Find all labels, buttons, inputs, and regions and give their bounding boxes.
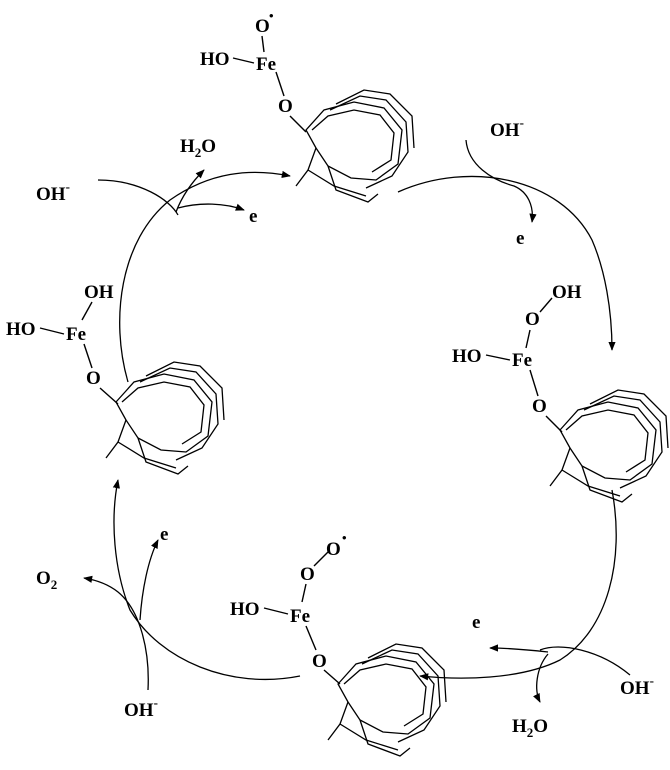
cycle-arc-right-bottom [419,489,617,681]
side-arc-bottom-right-water [533,653,549,703]
electron-label: e [249,206,257,227]
cycle-arc-bottom-left [112,479,301,680]
side-arc-top-left-water [175,169,205,213]
fe-label: Fe [256,54,276,75]
ho-label: HO [6,319,36,340]
species-left: OH HO Fe O [6,282,225,475]
o-radical-label: O [255,16,270,37]
side-arc-top-right [465,139,537,223]
species-right: O OH HO Fe O [452,282,669,503]
o-link-label: O [86,368,101,389]
side-arc-bottom-right-electron [489,644,549,653]
substrate-ring-left [105,361,225,475]
hydroxide-label: OH- [490,115,524,141]
side-arc-bottom-left-electron [139,539,159,621]
water-label: H2O [180,136,216,160]
oxygen-label: O2 [36,568,57,592]
fe-label: Fe [66,324,86,345]
fe-label: Fe [512,350,532,371]
electron-label: e [160,524,168,545]
o-link-label: O [532,396,547,417]
electron-label: e [516,228,524,249]
oh-label: OH [84,282,114,303]
o-link-label: O [278,96,293,117]
water-label: H2O [512,716,548,740]
o-radical-label: O [326,539,341,560]
hydroxide-label: OH- [620,673,654,699]
side-labels-bottom-left: O2 e OH- [36,524,168,721]
ho-label: HO [200,49,230,70]
electron-label: e [472,612,480,633]
o-top-label: O [525,309,540,330]
o-link-label: O [312,651,327,672]
side-arc-bottom-left-in [83,575,149,691]
substrate-ring-top [295,89,415,203]
side-arc-top-left-in [97,179,179,216]
species-top: O • HO Fe O [200,8,415,203]
radical-dot: • [342,530,347,545]
substrate-ring-right [549,389,669,503]
o-top-label: O [300,564,315,585]
cycle-arc-top-right [397,175,616,351]
hydroxide-label: OH- [124,695,158,721]
oh-label: OH [552,282,582,303]
side-arc-bottom-right-in [539,646,631,676]
fe-label: Fe [290,606,310,627]
side-labels-bottom-right: e OH- H2O [472,612,654,740]
side-labels-top-right: OH- e [490,115,524,249]
radical-dot: • [269,8,274,23]
species-bottom: O O • HO Fe O [230,530,447,757]
ho-label: HO [230,599,260,620]
hydroxide-label: OH- [36,179,70,205]
substrate-ring-bottom [327,643,447,757]
side-arc-top-left-electron [177,203,245,211]
cycle-arc-left-top [119,170,291,383]
side-labels-top-left: H2O OH- e [36,136,257,227]
ho-label: HO [452,346,482,367]
